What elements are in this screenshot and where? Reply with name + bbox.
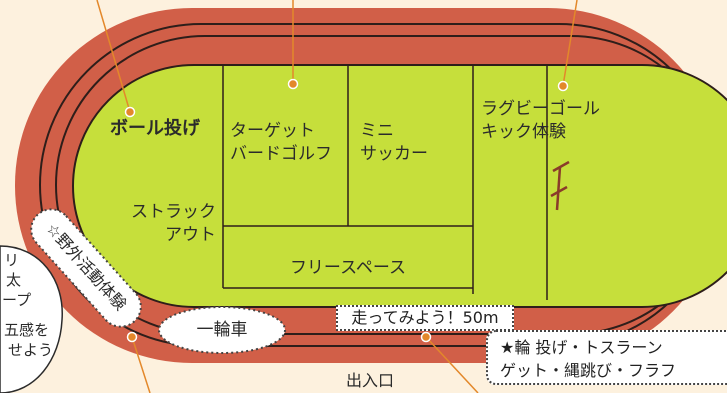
zone-ball-throw: ボール投げ bbox=[110, 118, 200, 139]
left-callout-bubble bbox=[0, 245, 63, 393]
leader-line bbox=[131, 336, 151, 393]
rugby-goal-post-icon bbox=[550, 160, 570, 211]
zone-line: サッカー bbox=[360, 143, 428, 164]
leader-dot bbox=[124, 106, 136, 118]
leader-dot bbox=[557, 80, 569, 92]
zone-line: ミニ bbox=[360, 121, 394, 141]
leader-line bbox=[562, 0, 578, 87]
leader-dot bbox=[126, 331, 138, 343]
zone-struck-out: ストラック アウト bbox=[108, 201, 216, 247]
zone-free-space: フリースペース bbox=[289, 258, 407, 278]
bubble-line: 五感を bbox=[4, 321, 50, 339]
list-line: ゲット・縄跳び・フラフ bbox=[500, 361, 677, 380]
run-50m-tag: 走ってみよう！50m bbox=[336, 305, 514, 331]
bubble-line: せよう bbox=[8, 341, 54, 359]
unicycle-tag: 一輪車 bbox=[196, 320, 248, 340]
zone-target-bird-golf: ターゲット バードゴルフ bbox=[230, 120, 332, 166]
zone-line: ストラック bbox=[131, 202, 216, 222]
zone-mini-soccer: ミニ サッカー bbox=[360, 120, 428, 166]
leader-dot bbox=[287, 78, 299, 90]
list-line: ★輪 投げ・トスラーン bbox=[500, 338, 663, 357]
zone-rugby-goal-kick: ラグビーゴール キック体験 bbox=[481, 98, 600, 144]
bubble-line: 太 bbox=[6, 271, 22, 289]
leader-dot bbox=[420, 331, 432, 343]
zone-line: アウト bbox=[165, 224, 216, 245]
leader-line bbox=[425, 336, 479, 393]
leader-line bbox=[96, 0, 131, 113]
zone-line: ラグビーゴール bbox=[481, 99, 600, 119]
entrance-label: 出入口 bbox=[345, 371, 394, 390]
zone-line: バードゴルフ bbox=[230, 143, 332, 164]
bubble-line: リ bbox=[4, 251, 20, 269]
unicycle-tag-bg bbox=[158, 306, 286, 354]
zone-line: ターゲット bbox=[230, 121, 315, 141]
bubble-line: ープ bbox=[2, 291, 32, 309]
zone-line: キック体験 bbox=[481, 121, 566, 142]
star-activity-list: ★輪 投げ・トスラーン ゲット・縄跳び・フラフ bbox=[486, 330, 727, 385]
left-bubble-text: リ 太 ープ 五感を せよう bbox=[0, 250, 53, 360]
